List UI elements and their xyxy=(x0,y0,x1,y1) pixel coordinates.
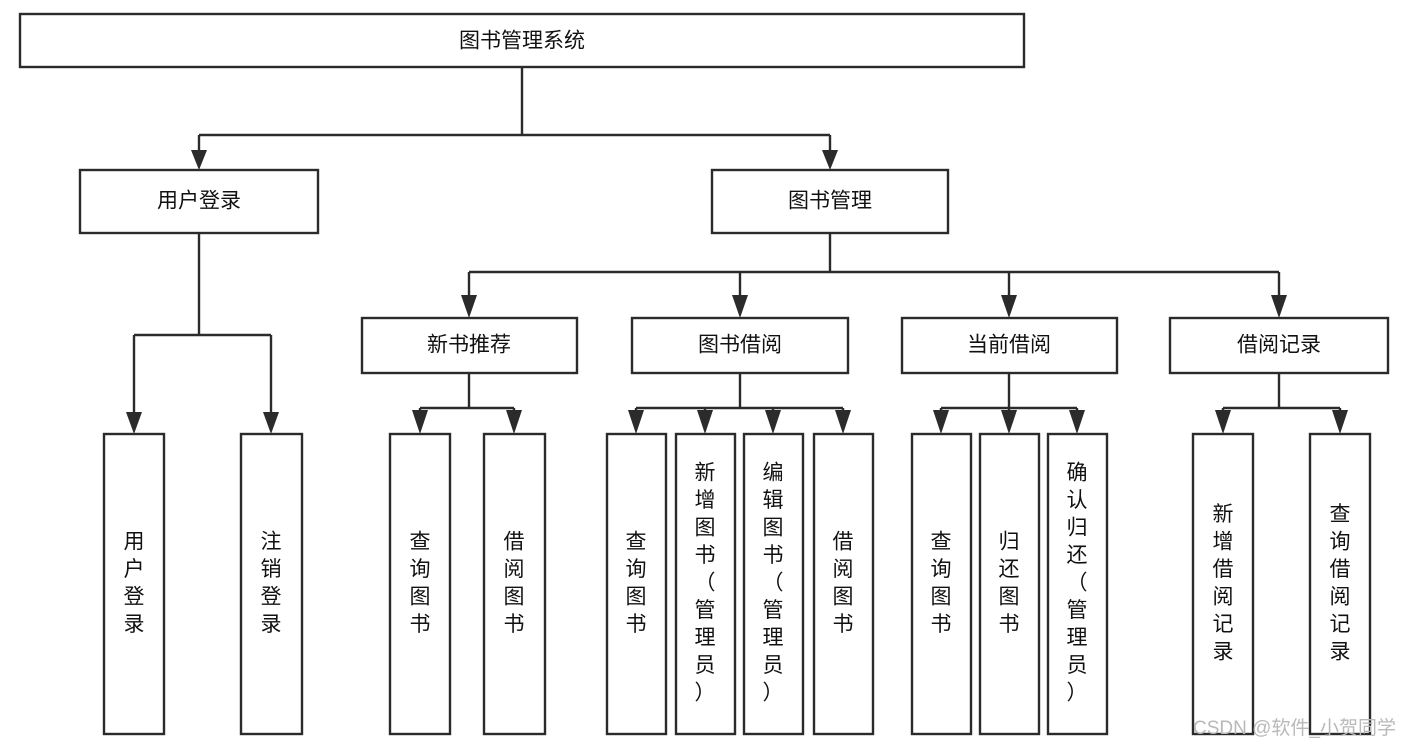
arrow-head-leaf-add-record xyxy=(1215,410,1231,434)
node-leaf-borrow-book-1[interactable]: 借阅图书 xyxy=(482,432,547,736)
node-current-borrow[interactable]: 当前借阅 xyxy=(900,316,1119,375)
node-leaf-return-book-label: 归还图书 xyxy=(999,530,1020,636)
node-leaf-query-record-box[interactable] xyxy=(1308,432,1372,736)
arrow-head-leaf-query-book-2 xyxy=(628,410,644,434)
connector-group-book-manage xyxy=(461,233,1287,318)
node-leaf-return-book-box[interactable] xyxy=(978,432,1041,736)
node-leaf-confirm-return-label: 确认归还（管理员） xyxy=(1067,462,1088,705)
node-leaf-borrow-book-1-box[interactable] xyxy=(482,432,547,736)
node-new-book-recommend-box[interactable] xyxy=(360,316,579,375)
node-leaf-add-book-label: 新增图书（管理员） xyxy=(695,462,716,705)
node-leaf-user-login[interactable]: 用户登录 xyxy=(102,432,166,736)
node-book-borrow[interactable]: 图书借阅 xyxy=(630,316,850,375)
node-leaf-add-record-label: 新增借阅记录 xyxy=(1213,503,1234,664)
node-leaf-confirm-return-box[interactable] xyxy=(1046,432,1109,736)
node-leaf-user-logout[interactable]: 注销登录 xyxy=(239,432,304,736)
node-current-borrow-box[interactable] xyxy=(900,316,1119,375)
node-leaf-add-record-box[interactable] xyxy=(1191,432,1255,736)
node-current-borrow-label: 当前借阅 xyxy=(967,334,1051,357)
node-user-login-box[interactable] xyxy=(78,168,320,235)
node-leaf-query-book-3-label: 查询图书 xyxy=(931,530,952,636)
watermark-label: CSDN @软件_小贺同学 xyxy=(1193,717,1396,739)
arrow-head-book-manage xyxy=(822,150,838,170)
node-leaf-query-book-1-box[interactable] xyxy=(388,432,452,736)
node-leaf-add-book-box[interactable] xyxy=(674,432,737,736)
connector-group-user-login xyxy=(126,233,279,434)
arrow-head-leaf-add-book xyxy=(697,410,713,434)
node-leaf-confirm-return[interactable]: 确认归还（管理员） xyxy=(1046,432,1109,736)
node-leaf-edit-book-box[interactable] xyxy=(742,432,805,736)
arrow-head-leaf-query-book-3 xyxy=(933,410,949,434)
node-borrow-record-box[interactable] xyxy=(1168,316,1390,375)
node-leaf-borrow-book-2-label: 借阅图书 xyxy=(833,530,854,636)
node-leaf-query-book-3[interactable]: 查询图书 xyxy=(910,432,973,736)
node-user-login-label: 用户登录 xyxy=(157,190,241,213)
node-borrow-record[interactable]: 借阅记录 xyxy=(1168,316,1390,375)
node-leaf-edit-book-label: 编辑图书（管理员） xyxy=(763,462,784,705)
connector-group-new-book-recommend xyxy=(412,373,522,434)
arrow-head-leaf-edit-book xyxy=(765,410,781,434)
arrow-head-book-borrow xyxy=(732,295,748,318)
node-new-book-recommend[interactable]: 新书推荐 xyxy=(360,316,579,375)
node-leaf-add-record[interactable]: 新增借阅记录 xyxy=(1191,432,1255,736)
arrow-head-borrow-record xyxy=(1271,295,1287,318)
node-leaf-query-record-label: 查询借阅记录 xyxy=(1330,503,1351,664)
arrow-head-new-book-recommend xyxy=(461,295,477,318)
node-leaf-query-book-1-label: 查询图书 xyxy=(410,530,431,636)
arrow-head-leaf-query-record xyxy=(1332,410,1348,434)
arrow-head-leaf-query-book-1 xyxy=(412,410,428,434)
node-leaf-query-book-2-box[interactable] xyxy=(605,432,668,736)
node-book-borrow-label: 图书借阅 xyxy=(698,334,782,357)
node-leaf-edit-book[interactable]: 编辑图书（管理员） xyxy=(742,432,805,736)
arrow-head-leaf-return-book xyxy=(1001,410,1017,434)
node-leaf-query-book-1[interactable]: 查询图书 xyxy=(388,432,452,736)
node-leaf-return-book[interactable]: 归还图书 xyxy=(978,432,1041,736)
connector-group-borrow-record xyxy=(1215,373,1348,434)
node-leaf-query-book-2-label: 查询图书 xyxy=(626,530,647,636)
connector-group-root xyxy=(191,67,838,170)
arrow-head-leaf-user-login xyxy=(126,412,142,434)
node-root[interactable]: 图书管理系统 xyxy=(18,12,1026,69)
node-leaf-borrow-book-2-box[interactable] xyxy=(812,432,875,736)
connector-group-current-borrow xyxy=(933,373,1085,434)
node-root-box[interactable] xyxy=(18,12,1026,69)
node-book-manage[interactable]: 图书管理 xyxy=(710,168,950,235)
node-book-manage-label: 图书管理 xyxy=(788,190,872,213)
node-book-manage-box[interactable] xyxy=(710,168,950,235)
node-new-book-recommend-label: 新书推荐 xyxy=(427,334,511,357)
arrow-head-user-login xyxy=(191,150,207,170)
node-leaf-user-login-label: 用户登录 xyxy=(124,530,145,636)
node-book-borrow-box[interactable] xyxy=(630,316,850,375)
node-leaf-user-login-box[interactable] xyxy=(102,432,166,736)
node-leaf-user-logout-label: 注销登录 xyxy=(261,530,282,636)
arrow-head-leaf-user-logout xyxy=(263,412,279,434)
node-leaf-query-book-2[interactable]: 查询图书 xyxy=(605,432,668,736)
arrow-head-current-borrow xyxy=(1001,295,1017,318)
node-leaf-user-logout-box[interactable] xyxy=(239,432,304,736)
node-leaf-borrow-book-1-label: 借阅图书 xyxy=(504,530,525,636)
node-user-login[interactable]: 用户登录 xyxy=(78,168,320,235)
arrow-head-leaf-borrow-book-1 xyxy=(506,410,522,434)
node-leaf-borrow-book-2[interactable]: 借阅图书 xyxy=(812,432,875,736)
arrow-head-leaf-confirm-return xyxy=(1069,410,1085,434)
arrow-head-leaf-borrow-book-2 xyxy=(835,410,851,434)
connector-group-book-borrow xyxy=(628,373,851,434)
node-leaf-add-book[interactable]: 新增图书（管理员） xyxy=(674,432,737,736)
node-leaf-query-record[interactable]: 查询借阅记录 xyxy=(1308,432,1372,736)
node-leaf-query-book-3-box[interactable] xyxy=(910,432,973,736)
node-root-label: 图书管理系统 xyxy=(459,30,585,53)
node-borrow-record-label: 借阅记录 xyxy=(1237,334,1321,357)
